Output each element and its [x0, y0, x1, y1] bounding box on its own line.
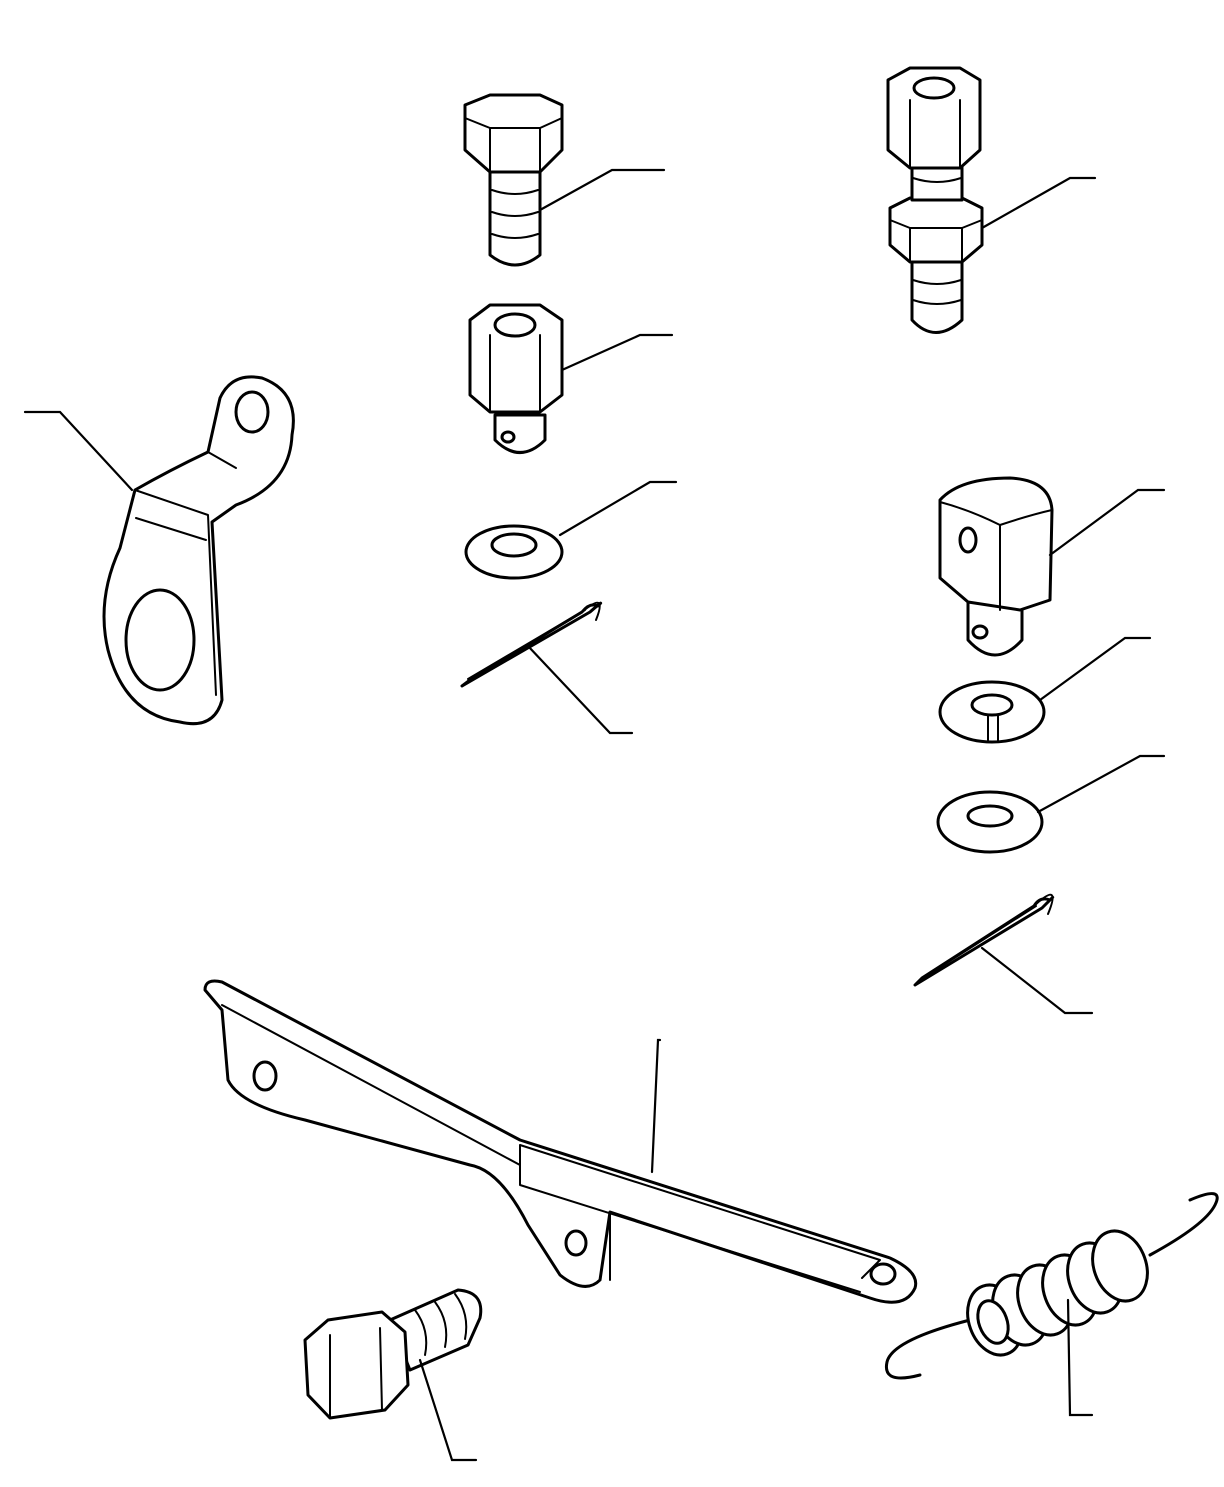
- leader-line-threaded-pin: [560, 333, 674, 372]
- leader-line-flat-washer-right: [1036, 754, 1166, 814]
- leader-line-hex-bolt-with-nut: [980, 176, 1097, 230]
- hex-bolt-with-nut-icon: [886, 66, 984, 334]
- leader-line-clevis-block: [1048, 488, 1166, 557]
- cotter-pin-left-icon: [460, 601, 603, 688]
- leader-line-hex-bolt-top: [538, 168, 666, 212]
- leader-line-cotter-pin-left: [526, 644, 634, 735]
- leader-line-cotter-pin-right: [980, 946, 1094, 1015]
- slotted-washer-icon: [938, 680, 1046, 744]
- lever-arm-icon: [203, 979, 918, 1304]
- tension-spring-icon: [884, 1192, 1219, 1380]
- leader-line-hex-bolt-bottom: [418, 1358, 478, 1462]
- leader-line-mounting-bracket: [23, 410, 134, 492]
- clevis-block-icon: [938, 476, 1054, 657]
- cotter-pin-right-icon: [913, 893, 1055, 987]
- leader-line-tension-spring: [1066, 1298, 1094, 1417]
- flat-washer-right-icon: [936, 790, 1044, 854]
- leader-line-slotted-washer: [1038, 636, 1152, 702]
- hex-bolt-top-icon: [463, 93, 564, 267]
- hex-bolt-bottom-icon: [303, 1288, 483, 1420]
- threaded-pin-icon: [468, 303, 564, 454]
- flat-washer-left-icon: [464, 524, 564, 580]
- leader-line-flat-washer-left: [558, 480, 678, 537]
- leader-line-lever-arm: [650, 1038, 662, 1174]
- mounting-bracket-icon: [102, 375, 295, 726]
